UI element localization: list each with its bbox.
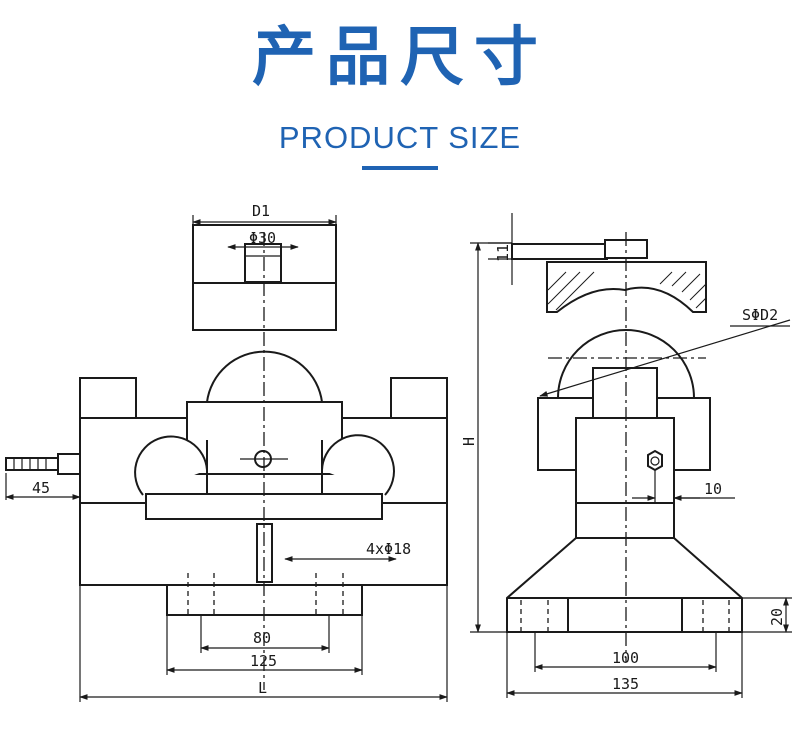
dim-label-45: 45	[32, 479, 50, 497]
right-roller	[321, 434, 395, 496]
left-roller	[134, 435, 208, 496]
dim-label-l: L	[258, 679, 267, 697]
dim-label-100: 100	[612, 649, 639, 667]
side-top-plate	[511, 243, 608, 260]
dim-label-d1: D1	[252, 202, 270, 220]
dim-label-h: H	[460, 437, 478, 446]
left-top-pad	[79, 377, 137, 419]
page-subtitle: PRODUCT SIZE	[278, 120, 522, 155]
page-title: 产品尺寸	[252, 21, 548, 95]
center-pin	[244, 243, 282, 283]
dim-label-sphere: SΦD2	[742, 306, 778, 324]
right-top-pad	[390, 377, 448, 419]
front-view: D1 Φ30 45 4xΦ18 80 125 L	[5, 202, 448, 702]
cable	[5, 457, 59, 471]
cable-gland	[57, 453, 81, 475]
dim-label-11: 11	[494, 244, 512, 262]
title-underline	[362, 166, 438, 170]
dim-label-10: 10	[704, 480, 722, 498]
dim-label-phi30: Φ30	[249, 229, 276, 247]
side-base	[506, 537, 743, 633]
side-column	[575, 417, 675, 539]
side-stud	[592, 367, 658, 419]
side-nut	[647, 449, 663, 472]
dim-label-80: 80	[253, 629, 271, 647]
side-view: 11 H SΦD2 10 20 100 135	[460, 213, 792, 698]
dim-label-holes: 4xΦ18	[366, 540, 411, 558]
dim-label-20: 20	[768, 608, 786, 626]
dim-label-135: 135	[612, 675, 639, 693]
dim-label-125: 125	[250, 652, 277, 670]
